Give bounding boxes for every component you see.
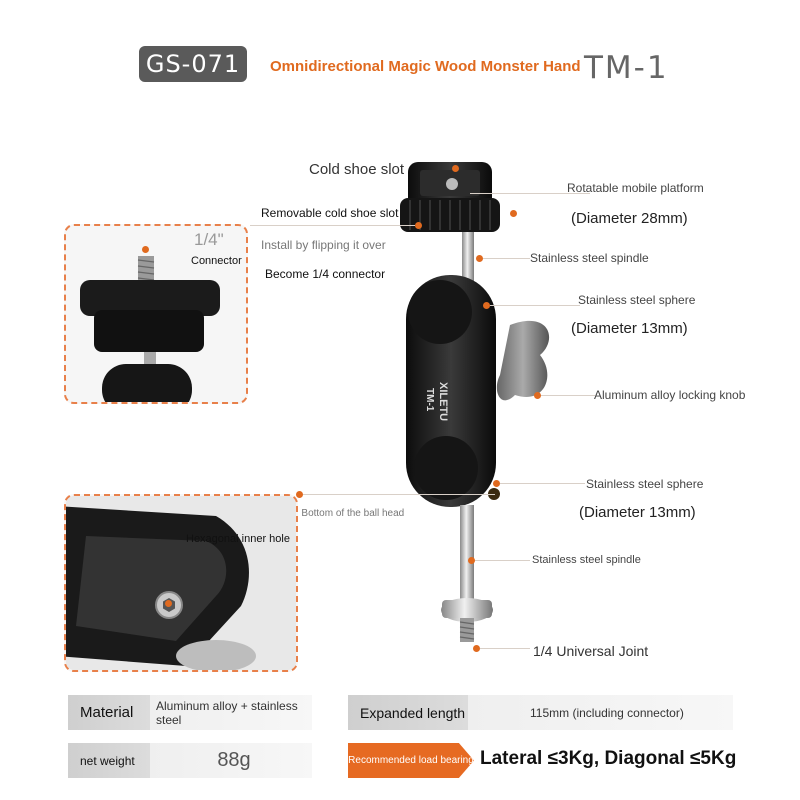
label-become-connector: Become 1/4 connector <box>265 267 386 281</box>
callout-dot <box>473 645 480 652</box>
callout-dot <box>415 222 422 229</box>
callout-line <box>480 258 530 259</box>
spec-material-value: Aluminum alloy + stainless steel <box>150 695 312 730</box>
callout-line <box>250 225 415 226</box>
label-sphere-top-diameter: (Diameter 13mm) <box>571 320 688 337</box>
callout-dot <box>142 246 149 253</box>
product-name: Omnidirectional Magic Wood Monster Hand <box>270 58 581 75</box>
spec-weight-label: net weight <box>68 743 150 778</box>
callout-dot <box>165 600 172 607</box>
label-removable-cold-shoe: Removable cold shoe slot <box>261 206 399 220</box>
label-install-flip: Install by flipping it over <box>261 238 386 252</box>
callout-line <box>300 494 495 495</box>
label-platform-diameter: (Diameter 28mm) <box>571 210 688 227</box>
callout-dot <box>493 480 500 487</box>
bottom-spindle <box>460 505 474 600</box>
spec-load-value: Lateral ≤3Kg, Diagonal ≤5Kg <box>480 748 737 769</box>
label-universal-joint: 1/4 Universal Joint <box>533 643 649 659</box>
label-locking-knob: Aluminum alloy locking knob <box>594 388 746 402</box>
spec-material-label: Material <box>68 695 150 730</box>
brand-model: TM-1 <box>424 388 435 412</box>
spec-weight-value: 88g <box>150 743 312 778</box>
label-rotatable-platform: Rotatable mobile platform <box>567 181 704 195</box>
model-badge: GS-071 <box>139 46 247 82</box>
callout-dot <box>534 392 541 399</box>
label-spindle-top: Stainless steel spindle <box>530 251 649 265</box>
callout-dot <box>510 210 517 217</box>
callout-line <box>480 648 530 649</box>
spec-length-label: Expanded length <box>348 695 468 730</box>
callout-dot <box>468 557 475 564</box>
callout-line <box>475 560 530 561</box>
callout-dot <box>483 302 490 309</box>
inset-connector-detail <box>64 224 248 404</box>
label-spindle-bottom: Stainless steel spindle <box>532 554 641 566</box>
inset-hex-hole-detail <box>64 494 298 672</box>
callout-line <box>500 483 585 484</box>
callout-line <box>470 193 590 194</box>
spec-length-value: 115mm (including connector) <box>468 695 733 730</box>
label-sphere-top: Stainless steel sphere <box>578 293 696 307</box>
inset-thread-size: 1/4" <box>194 230 224 249</box>
brand-mark: XILETU <box>437 382 449 421</box>
label-cold-shoe-slot: Cold shoe slot <box>309 161 405 178</box>
locking-knob <box>496 320 550 401</box>
inset-connector-label: Connector <box>191 255 242 267</box>
callout-dot <box>452 165 459 172</box>
callout-line <box>540 395 595 396</box>
label-sphere-bottom-diameter: (Diameter 13mm) <box>579 504 696 521</box>
label-sphere-bottom: Stainless steel sphere <box>586 477 704 491</box>
inset-hex-hole-label: Hexagonal inner hole <box>186 533 290 545</box>
callout-dot <box>476 255 483 262</box>
model-code: TM-1 <box>584 50 669 86</box>
product-image: XILETU TM-1 <box>400 162 550 642</box>
spec-load-label: Recommended load bearing <box>348 743 474 778</box>
callout-dot <box>296 491 303 498</box>
callout-line <box>490 305 580 306</box>
top-spindle <box>462 232 474 290</box>
hex-hole-illustration <box>66 496 296 670</box>
connector-illustration <box>80 256 220 402</box>
